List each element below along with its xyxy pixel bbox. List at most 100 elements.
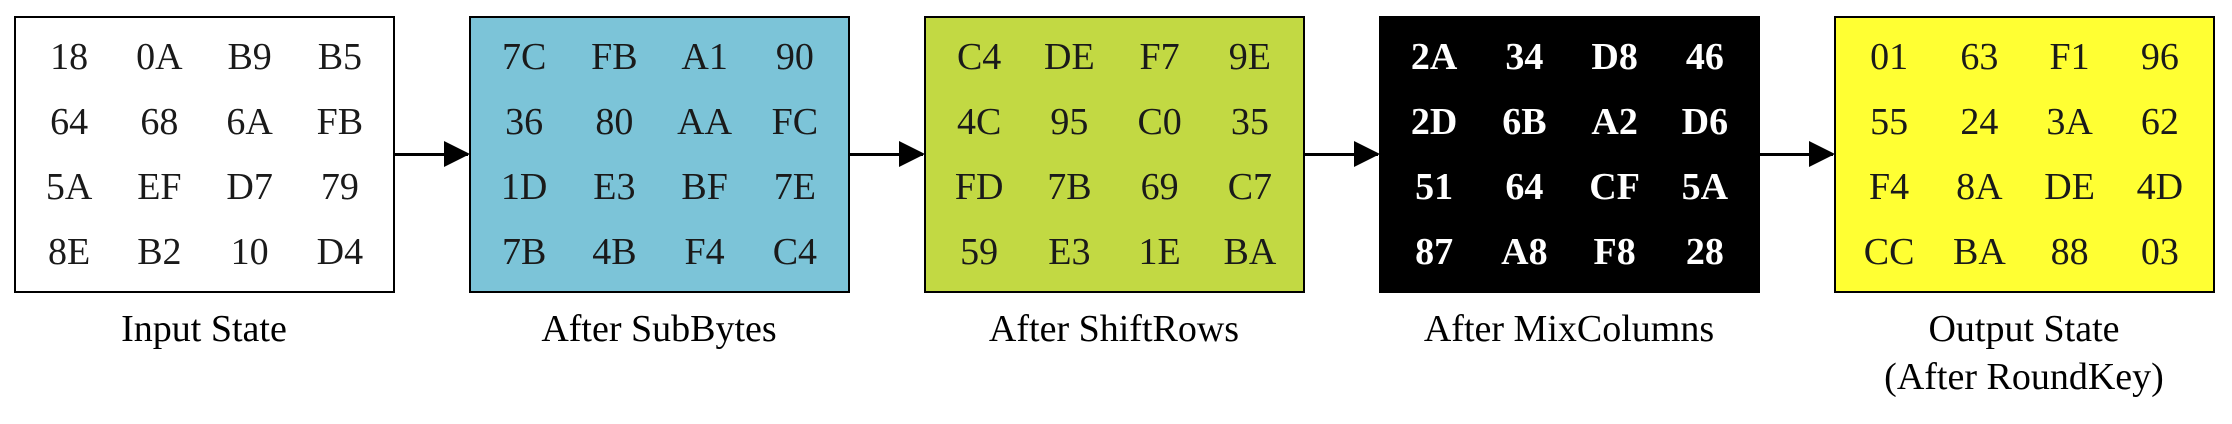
caption-line: After MixColumns (1423, 308, 1715, 350)
matrix-cell: CF (1589, 166, 1640, 209)
matrix-cell: 55 (1870, 100, 1909, 143)
matrix-cell: F7 (1139, 35, 1180, 78)
matrix-cell: D4 (316, 231, 364, 274)
matrix-cell: 69 (1140, 166, 1179, 209)
matrix-cell: FB (591, 35, 638, 78)
matrix-cell: 4C (956, 100, 1002, 143)
matrix-cell: FC (771, 100, 819, 143)
matrix-cell: BF (681, 166, 728, 209)
matrix-cell: EF (137, 166, 182, 209)
matrix-cell: 7B (501, 231, 547, 274)
arrow-3 (1305, 141, 1380, 167)
matrix-cell: F1 (2049, 35, 2090, 78)
matrix-cell: 36 (505, 100, 544, 143)
matrix-cell: FB (316, 100, 364, 143)
matrix-cell: 64 (1505, 166, 1544, 209)
input-state-matrix: 18 0A B9 B5 64 68 6A FB 5A EF D7 79 8E B2 10 D4 (14, 16, 395, 293)
matrix-cell: D7 (226, 166, 273, 209)
arrow-2 (850, 141, 925, 167)
matrix-cell: E3 (593, 166, 636, 209)
matrix-cell: 1E (1138, 231, 1181, 274)
matrix-cell: 7C (501, 35, 547, 78)
matrix-cell: C4 (956, 35, 1002, 78)
matrix-cell: A2 (1591, 100, 1638, 143)
matrix-cell: F4 (684, 231, 725, 274)
matrix-cell: 0A (136, 35, 183, 78)
matrix-cell: A8 (1501, 231, 1548, 274)
matrix-cell: 80 (595, 100, 634, 143)
mixcolumns-caption: After MixColumns (1359, 305, 1779, 353)
matrix-cell: 95 (1050, 100, 1089, 143)
matrix-cell: E3 (1048, 231, 1091, 274)
matrix-cell: 5A (1681, 166, 1729, 209)
matrix-cell: BA (1223, 231, 1277, 274)
matrix-cell: 2A (1410, 35, 1458, 78)
matrix-cell: 6B (1502, 100, 1547, 143)
matrix-cell: 3A (2046, 100, 2093, 143)
matrix-cell: 8E (48, 231, 91, 274)
matrix-cell: F8 (1593, 231, 1636, 274)
matrix-cell: DE (1044, 35, 1095, 78)
matrix-cell: C0 (1137, 100, 1182, 143)
matrix-cell: 01 (1870, 35, 1909, 78)
matrix-cell: FD (954, 166, 1004, 209)
matrix-cell: CC (1863, 231, 1915, 274)
matrix-cell: 28 (1685, 231, 1724, 274)
subbytes-matrix: 7C FB A1 90 36 80 AA FC 1D E3 BF 7E 7B 4B F4 C4 (469, 16, 850, 293)
caption-line: Input State (121, 308, 287, 350)
matrix-cell: 03 (2140, 231, 2179, 274)
matrix-cell: 4B (592, 231, 637, 274)
matrix-cell: 79 (320, 166, 359, 209)
matrix-cell: 34 (1505, 35, 1544, 78)
matrix-cell: 10 (230, 231, 269, 274)
matrix-cell: 2D (1410, 100, 1458, 143)
input-state-caption: Input State (0, 305, 414, 353)
matrix-cell: 18 (50, 35, 89, 78)
matrix-cell: C7 (1227, 166, 1273, 209)
matrix-cell: 59 (960, 231, 999, 274)
matrix-cell: 46 (1685, 35, 1724, 78)
subbytes-caption: After SubBytes (449, 305, 869, 353)
matrix-cell: 68 (140, 100, 179, 143)
matrix-cell: 8A (1956, 166, 2003, 209)
caption-line: After SubBytes (541, 308, 777, 350)
matrix-cell: F4 (1869, 166, 1910, 209)
matrix-cell: DE (2044, 166, 2095, 209)
shiftrows-caption: After ShiftRows (904, 305, 1324, 353)
matrix-cell: 96 (2140, 35, 2179, 78)
matrix-cell: 7E (773, 166, 816, 209)
matrix-cell: 6A (226, 100, 273, 143)
arrow-4 (1760, 141, 1835, 167)
matrix-cell: D6 (1681, 100, 1729, 143)
matrix-cell: B2 (137, 231, 182, 274)
matrix-cell: BA (1952, 231, 2006, 274)
matrix-cell: 63 (1960, 35, 1999, 78)
matrix-cell: AA (677, 100, 733, 143)
matrix-cell: 1D (500, 166, 548, 209)
matrix-cell: 90 (775, 35, 814, 78)
matrix-cell: 4D (2136, 166, 2184, 209)
matrix-cell: 35 (1230, 100, 1269, 143)
arrow-1 (395, 141, 470, 167)
matrix-cell: 51 (1415, 166, 1454, 209)
matrix-cell: 62 (2140, 100, 2179, 143)
matrix-cell: A1 (681, 35, 728, 78)
matrix-cell: B5 (317, 35, 363, 78)
matrix-cell: 7B (1047, 166, 1092, 209)
caption-line: Output State (1928, 308, 2120, 350)
matrix-cell: 88 (2050, 231, 2089, 274)
matrix-cell: 24 (1960, 100, 1999, 143)
output-state-caption: Output State (After RoundKey) (1814, 305, 2232, 401)
matrix-cell: B9 (227, 35, 272, 78)
mixcolumns-matrix: 2A 34 D8 46 2D 6B A2 D6 51 64 CF 5A 87 A8 F8 28 (1379, 16, 1760, 293)
caption-line-2: (After RoundKey) (1884, 356, 2164, 398)
matrix-cell: C4 (772, 231, 818, 274)
caption-line: After ShiftRows (988, 308, 1240, 350)
matrix-cell: 87 (1415, 231, 1454, 274)
matrix-cell: 64 (50, 100, 89, 143)
matrix-cell: 5A (45, 166, 93, 209)
matrix-cell: D8 (1591, 35, 1638, 78)
matrix-cell: 9E (1228, 35, 1271, 78)
